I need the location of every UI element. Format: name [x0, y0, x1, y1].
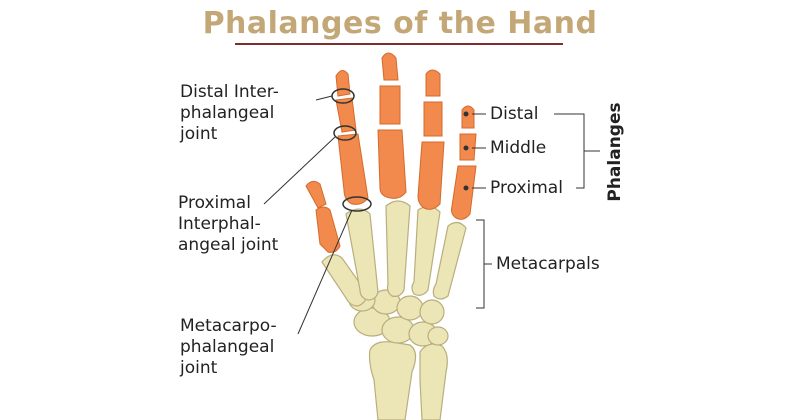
metacarpal-index [345, 208, 379, 301]
dip-label-line2: phalangeal [180, 103, 275, 123]
radius-bone [368, 341, 417, 420]
mcp-label-line1: Metacarpo- [180, 316, 277, 336]
dip-leader-line [315, 95, 333, 101]
title-underline [235, 43, 563, 45]
metacarpal-little [432, 221, 467, 300]
metacarpal-ring [411, 205, 441, 296]
phalanges-bracket [554, 113, 585, 189]
forearm-bones [368, 341, 448, 420]
metacarpal-middle [385, 200, 411, 297]
ulna-bone [419, 343, 448, 420]
mcp-joint-marker [342, 196, 372, 212]
metacarpals-bracket [476, 219, 485, 309]
proximal-label: Proximal [490, 178, 563, 198]
page-title: Phalanges of the Hand [202, 6, 598, 41]
mcp-label-line2: phalangeal [180, 337, 275, 357]
mcp-leader-line [297, 209, 353, 335]
middle-label: Middle [490, 138, 547, 158]
pip-label-line1: Proximal [178, 193, 251, 213]
pip-leader-line [263, 136, 336, 205]
distal-label: Distal [490, 104, 539, 124]
dip-label-line3: joint [180, 124, 218, 144]
metacarpal-bones [321, 200, 467, 307]
phalanges-label: Phalanges [605, 102, 625, 202]
pip-joint-marker [333, 125, 357, 141]
dip-label-line1: Distal Inter- [180, 82, 279, 102]
pip-label-line3: angeal joint [178, 235, 279, 255]
metacarpals-label: Metacarpals [496, 254, 600, 274]
mcp-label-line3: joint [180, 358, 218, 378]
pip-label-line2: Interphal- [178, 214, 261, 234]
